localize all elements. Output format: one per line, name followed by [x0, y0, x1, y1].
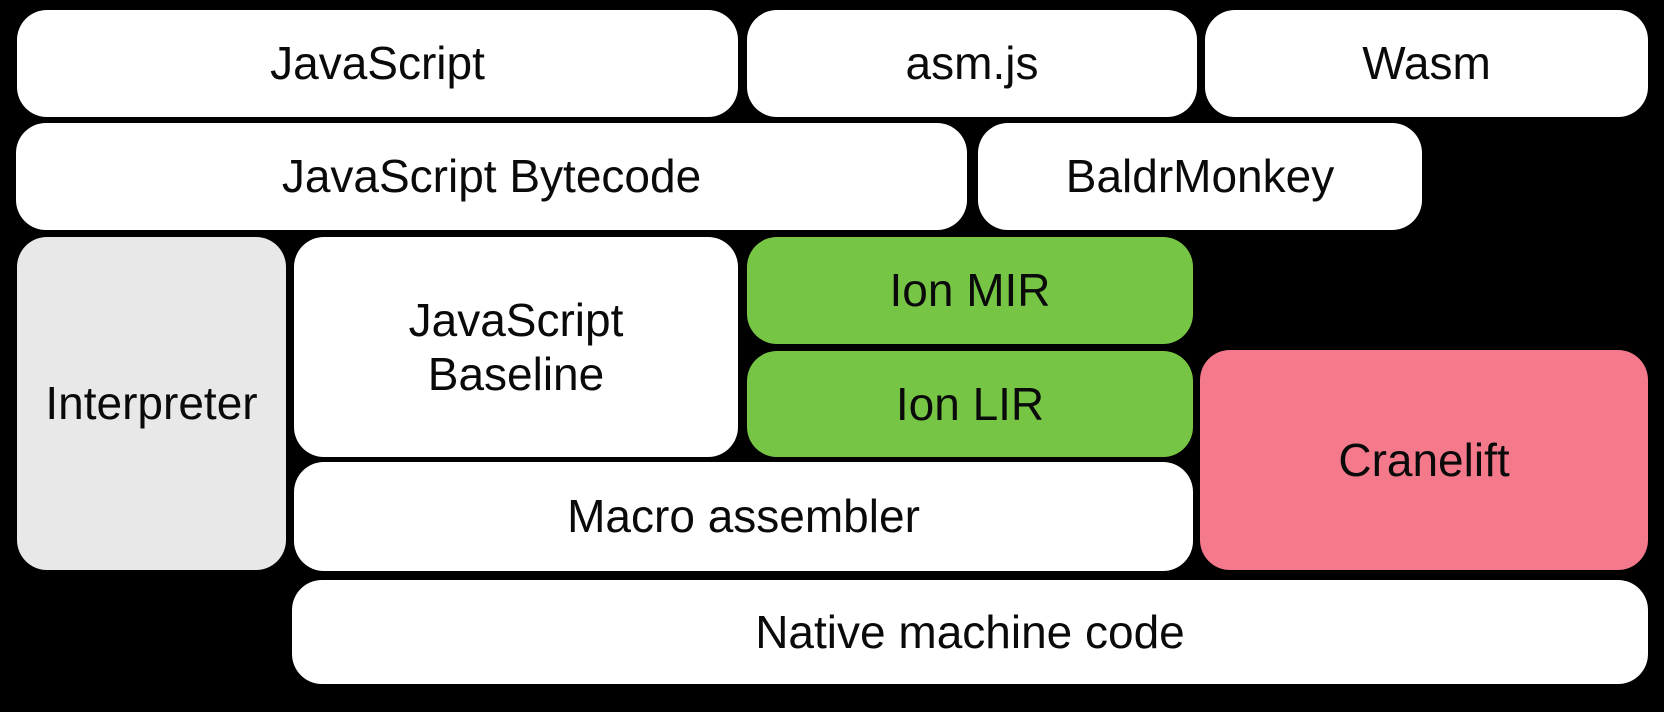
- box-asmjs-label: asm.js: [905, 37, 1039, 90]
- box-javascript-bytecode-label: JavaScript Bytecode: [281, 150, 702, 203]
- box-wasm: Wasm: [1205, 10, 1648, 117]
- box-baldrmonkey: BaldrMonkey: [978, 123, 1422, 230]
- box-macro-assembler: Macro assembler: [294, 462, 1193, 571]
- box-javascript: JavaScript: [17, 10, 738, 117]
- box-ion-lir-label: Ion LIR: [895, 377, 1045, 430]
- box-ion-mir-label: Ion MIR: [889, 264, 1051, 317]
- box-baldrmonkey-label: BaldrMonkey: [1065, 150, 1335, 203]
- box-javascript-baseline: JavaScript Baseline: [294, 237, 738, 457]
- box-cranelift-label: Cranelift: [1338, 433, 1510, 486]
- box-javascript-label: JavaScript: [270, 37, 485, 90]
- box-ion-lir: Ion LIR: [747, 351, 1193, 457]
- box-javascript-baseline-label: JavaScript Baseline: [408, 293, 624, 400]
- box-cranelift: Cranelift: [1200, 350, 1648, 570]
- box-asmjs: asm.js: [747, 10, 1197, 117]
- box-javascript-bytecode: JavaScript Bytecode: [16, 123, 967, 230]
- box-wasm-label: Wasm: [1362, 37, 1491, 90]
- box-macro-assembler-label: Macro assembler: [567, 490, 920, 543]
- box-native-machine-code: Native machine code: [292, 580, 1648, 684]
- box-interpreter: Interpreter: [17, 237, 286, 570]
- box-native-machine-code-label: Native machine code: [755, 605, 1185, 658]
- box-ion-mir: Ion MIR: [747, 237, 1193, 344]
- box-interpreter-label: Interpreter: [45, 377, 258, 430]
